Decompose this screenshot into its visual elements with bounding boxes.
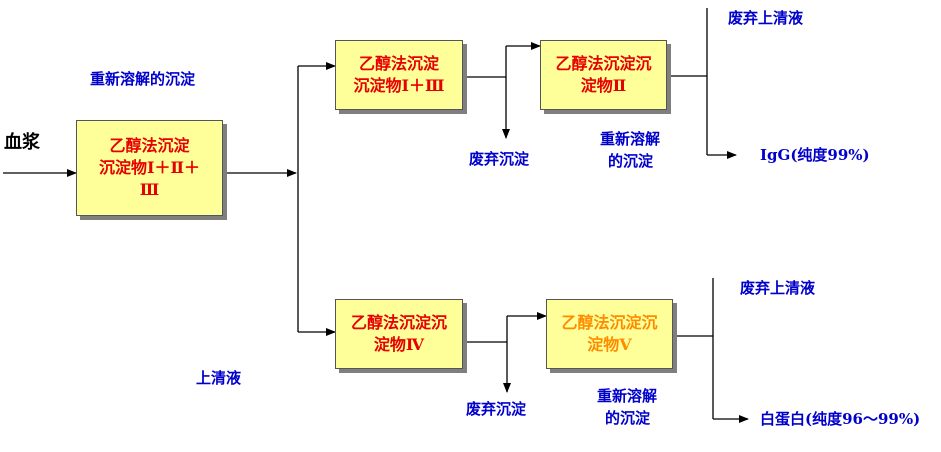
box-ethanol-precip-1-3: 乙醇法沉淀 沉淀物Ⅰ＋Ⅲ	[335, 40, 463, 110]
box5-line-2: 淀物Ⅴ	[587, 335, 632, 354]
label-supernatant: 上清液	[196, 369, 242, 387]
input-label-plasma: 血浆	[4, 132, 40, 153]
label-albumin: 白蛋白(纯度96～99%)	[760, 410, 921, 428]
box-ethanol-precip-2: 乙醇法沉淀沉 淀物Ⅱ	[540, 40, 667, 110]
box3-line-2: 淀物Ⅱ	[580, 76, 627, 95]
label-waste-supernatant-bottom: 废弃上清液	[740, 279, 816, 297]
box3-line-1: 乙醇法沉淀沉	[555, 54, 652, 73]
box-ethanol-precip-1-2-3: 乙醇法沉淀 沉淀物Ⅰ＋Ⅱ＋ Ⅲ	[76, 120, 223, 216]
label-waste-precip-top: 废弃沉淀	[469, 150, 530, 168]
box-ethanol-precip-5: 乙醇法沉淀沉 淀物Ⅴ	[546, 299, 673, 369]
label-redissolve-mid-line-2: 的沉淀	[608, 152, 654, 170]
box1-line-3: Ⅲ	[139, 180, 160, 199]
box5-line-1: 乙醇法沉淀沉	[561, 313, 658, 332]
box1-line-2: 沉淀物Ⅰ＋Ⅱ＋	[99, 158, 200, 177]
box4-line-1: 乙醇法沉淀沉	[350, 313, 447, 332]
label-igg: IgG(纯度99%)	[760, 146, 870, 164]
box2-line-2: 沉淀物Ⅰ＋Ⅲ	[353, 76, 445, 95]
box4-line-2: 淀物Ⅳ	[373, 335, 425, 354]
label-waste-supernatant-top: 废弃上清液	[728, 9, 804, 27]
label-redissolve-bottom: 重新溶解 的沉淀	[597, 385, 657, 429]
label-redissolve-bottom-line-2: 的沉淀	[605, 409, 651, 427]
label-redissolve-bottom-line-1: 重新溶解	[597, 387, 658, 405]
box2-line-1: 乙醇法沉淀	[358, 54, 439, 73]
label-waste-precip-bottom: 废弃沉淀	[466, 400, 527, 418]
label-redissolve-mid-line-1: 重新溶解	[600, 130, 661, 148]
label-redissolve-mid: 重新溶解 的沉淀	[600, 128, 660, 172]
box-ethanol-precip-4: 乙醇法沉淀沉 淀物Ⅳ	[335, 299, 463, 369]
label-redissolve-top: 重新溶解的沉淀	[90, 70, 196, 88]
box1-line-1: 乙醇法沉淀	[109, 136, 190, 155]
